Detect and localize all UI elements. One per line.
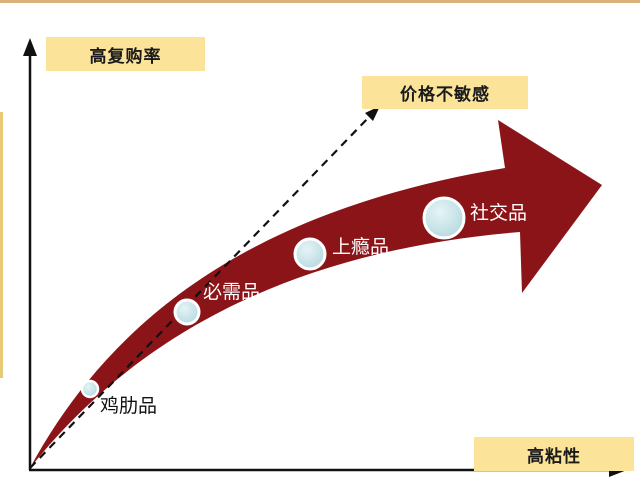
y-axis-label: 高复购率 <box>46 37 205 71</box>
x-axis-label: 高粘性 <box>474 437 634 471</box>
price-insensitive-arrowhead <box>365 106 380 121</box>
stage-node-1 <box>80 379 100 399</box>
stage-node-2 <box>173 298 201 326</box>
y-axis-arrowhead <box>23 38 37 56</box>
stage-label-1: 鸡肋品 <box>100 395 158 417</box>
stage-label-3: 上瘾品 <box>332 236 390 258</box>
price-insensitive-label: 价格不敏感 <box>362 76 528 109</box>
top-divider <box>0 0 640 3</box>
left-side-bar <box>0 112 3 378</box>
stage-label-4: 社交品 <box>470 202 528 224</box>
stage-node-4 <box>422 196 466 240</box>
stage-label-2: 必需品 <box>203 281 261 303</box>
price-insensitive-line <box>29 115 371 469</box>
stage-node-3 <box>293 237 327 271</box>
